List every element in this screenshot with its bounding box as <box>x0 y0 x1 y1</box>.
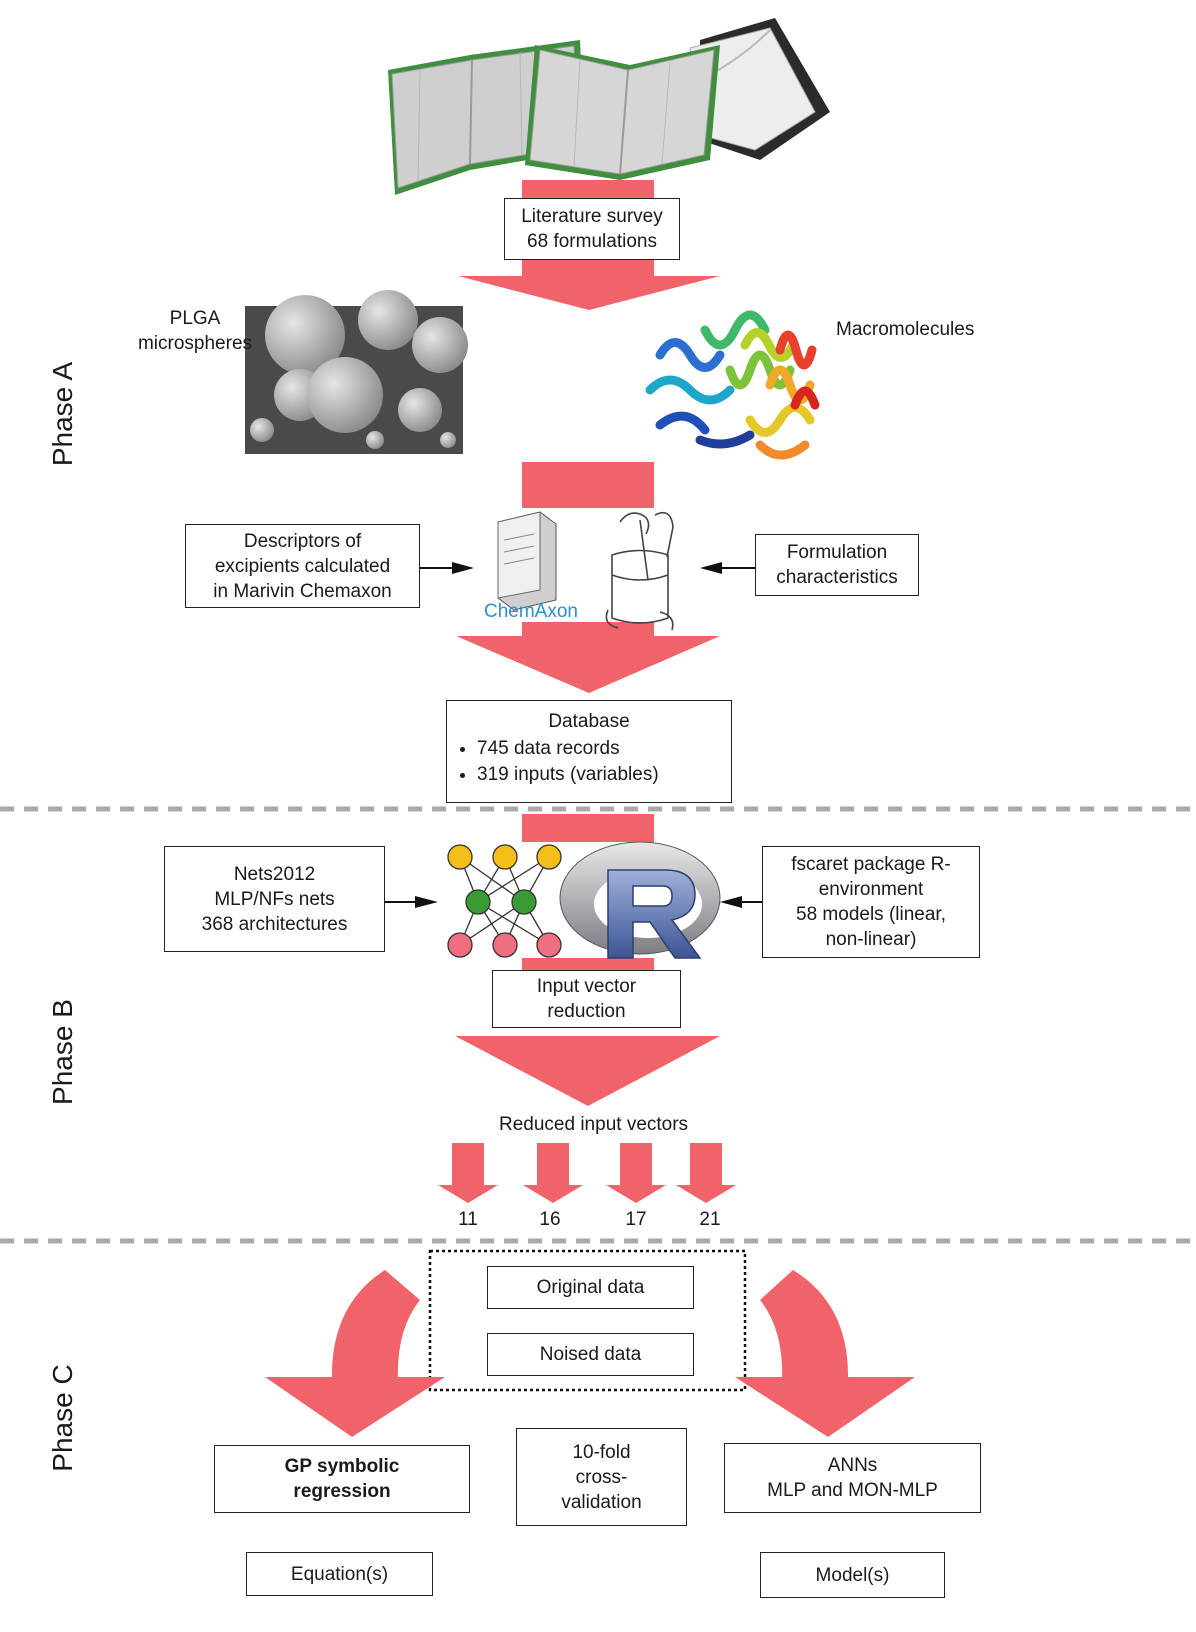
literature-survey-box: Literature survey 68 formulations <box>504 198 680 260</box>
formulation-line1: Formulation <box>786 542 888 563</box>
input-line1: Input vector <box>536 976 637 997</box>
vector-arrow-16 <box>523 1143 583 1203</box>
vector-arrow-21 <box>676 1143 736 1203</box>
formulation-box: Formulation characteristics <box>755 534 919 596</box>
input-line2: reduction <box>547 1001 626 1022</box>
arrow-descriptors-to-server <box>420 562 474 574</box>
ann-line2: MLP and MON-MLP <box>767 1480 938 1501</box>
phase-c-label: Phase C <box>47 1364 78 1472</box>
vector-arrows <box>438 1143 736 1203</box>
anns-box: ANNs MLP and MON-MLP <box>724 1443 981 1513</box>
nets-line2: MLP/NFs nets <box>214 888 335 910</box>
arrow-database-to-reduction <box>522 814 654 970</box>
original-data-box: Original data <box>487 1266 694 1309</box>
arrow-reduction-to-vectors <box>455 1036 720 1106</box>
arrow-fscaret-to-r <box>720 896 762 908</box>
plga-line2: microspheres <box>137 333 253 354</box>
books-icon <box>388 18 830 195</box>
cross-validation-box: 10-fold cross- validation <box>516 1428 687 1526</box>
database-title: Database <box>548 711 630 732</box>
phase-b-label: Phase B <box>47 999 78 1105</box>
server-computer-icon <box>497 511 557 611</box>
database-item-inputs: 319 inputs (variables) <box>477 762 659 788</box>
arrow-materials-to-database <box>456 462 720 693</box>
vector-size-21: 21 <box>699 1209 721 1230</box>
database-box: Database 745 data records 319 inputs (va… <box>446 700 732 803</box>
vector-size-16: 16 <box>539 1209 561 1230</box>
descriptors-line2: excipients calculated <box>214 555 391 577</box>
arrow-nets-to-network <box>385 896 438 908</box>
cv-line2: cross- <box>575 1466 628 1488</box>
reduced-input-vectors-label: Reduced input vectors <box>499 1114 689 1135</box>
lab-glassware-icon <box>605 511 674 631</box>
chemaxon-label: ChemAxon <box>484 601 578 622</box>
neural-network-icon <box>447 844 562 958</box>
literature-line2: 68 formulations <box>527 231 657 252</box>
descriptors-line1: Descriptors of <box>243 530 362 552</box>
gp-line2: regression <box>293 1481 391 1502</box>
fscaret-line3: 58 models (linear, <box>796 904 946 925</box>
ann-line1: ANNs <box>827 1455 878 1476</box>
curved-arrow-right <box>735 1270 915 1437</box>
formulation-line2: characteristics <box>776 567 898 588</box>
vector-size-17: 17 <box>625 1209 647 1230</box>
fscaret-line2: environment <box>818 879 924 900</box>
cv-line1: 10-fold <box>572 1441 631 1463</box>
cv-line3: validation <box>561 1491 642 1513</box>
arrow-formulation-to-lab <box>700 562 755 574</box>
plga-microspheres-image <box>245 290 468 454</box>
nets-line1: Nets2012 <box>233 863 316 885</box>
noised-data-box: Noised data <box>487 1333 694 1376</box>
vector-arrow-11 <box>438 1143 498 1203</box>
macromolecules-label: Macromolecules <box>836 319 975 340</box>
plga-label: PLGA microspheres <box>130 306 260 356</box>
phase-a-label: Phase A <box>47 361 78 467</box>
models-box: Model(s) <box>760 1552 945 1598</box>
database-item-records: 745 data records <box>477 736 659 762</box>
gp-line1: GP symbolic <box>284 1456 400 1477</box>
vector-arrow-17 <box>606 1143 666 1203</box>
equations-box: Equation(s) <box>246 1552 433 1596</box>
r-logo-icon <box>559 841 721 959</box>
descriptors-box: Descriptors of excipients calculated in … <box>185 524 420 608</box>
descriptors-line3: in Marivin Chemaxon <box>213 580 392 602</box>
fscaret-line4: non-linear) <box>825 929 917 950</box>
input-vector-reduction-box: Input vector reduction <box>492 970 681 1028</box>
database-list: 745 data records 319 inputs (variables) <box>459 736 659 788</box>
gp-symbolic-regression-box: GP symbolic regression <box>214 1445 470 1513</box>
protein-structure-icon <box>645 310 820 460</box>
nets2012-box: Nets2012 MLP/NFs nets 368 architectures <box>164 846 385 952</box>
fscaret-box: fscaret package R- environment 58 models… <box>762 846 980 958</box>
literature-line1: Literature survey <box>521 206 663 227</box>
fscaret-line1: fscaret package R- <box>791 854 951 875</box>
plga-line1: PLGA <box>169 308 221 329</box>
curved-arrow-left <box>265 1270 445 1437</box>
vector-size-11: 11 <box>458 1209 478 1230</box>
nets-line3: 368 architectures <box>201 913 348 935</box>
data-dotted-frame <box>428 1249 747 1392</box>
